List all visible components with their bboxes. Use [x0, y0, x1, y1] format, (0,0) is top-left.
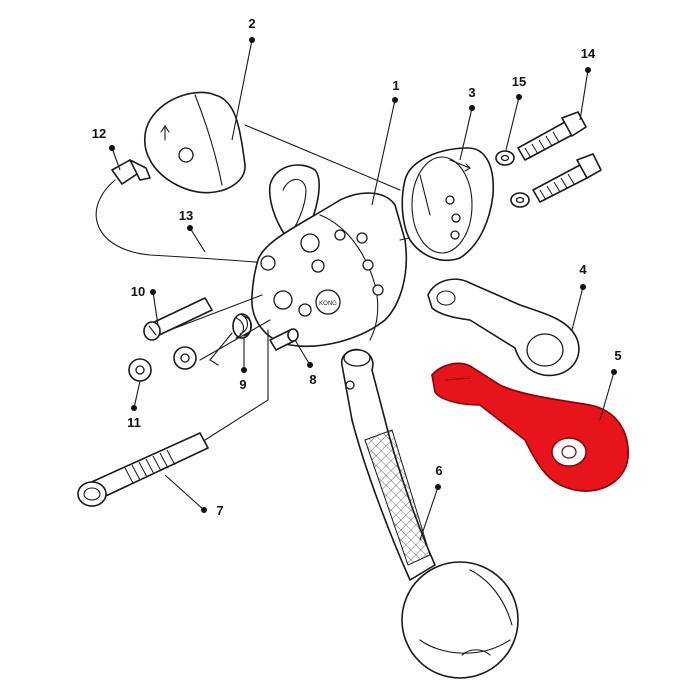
- part-1-main-body: KONG: [251, 164, 471, 348]
- part-6-handle: [340, 348, 519, 679]
- part-4-arm: [427, 278, 580, 377]
- part-7-long-bolt: [77, 432, 209, 507]
- part-14-bolts: [517, 111, 602, 203]
- callout-leaders: [109, 37, 617, 541]
- part-10-bolt: [143, 297, 213, 341]
- callout-11: 11: [127, 415, 141, 430]
- logo-emblem: [315, 289, 341, 315]
- callout-5: 5: [614, 348, 621, 363]
- part-2-upper-shell: [143, 91, 401, 194]
- callout-7: 7: [216, 503, 223, 518]
- part-5-lever-highlighted: [431, 362, 629, 492]
- callout-4: 4: [579, 262, 587, 277]
- part-15-washers: [495, 150, 530, 208]
- part-11-screws: [128, 346, 197, 382]
- callout-3: 3: [468, 85, 475, 100]
- part-12-knurled-nut: [111, 159, 151, 185]
- callout-15: 15: [512, 74, 526, 89]
- callout-14: 14: [581, 46, 596, 61]
- callout-9: 9: [239, 377, 246, 392]
- callout-12: 12: [92, 126, 106, 141]
- part-8-set-screw: [269, 328, 299, 351]
- callout-1: 1: [392, 78, 399, 93]
- callout-13: 13: [179, 208, 193, 223]
- part-13-cable: [95, 179, 269, 264]
- callout-8: 8: [309, 372, 316, 387]
- logo-text: KONG: [319, 301, 337, 307]
- callout-2: 2: [248, 16, 255, 31]
- callout-10: 10: [131, 284, 145, 299]
- part-3-knob: [401, 147, 495, 262]
- callout-6: 6: [435, 463, 442, 478]
- part-9-spring: [209, 313, 253, 366]
